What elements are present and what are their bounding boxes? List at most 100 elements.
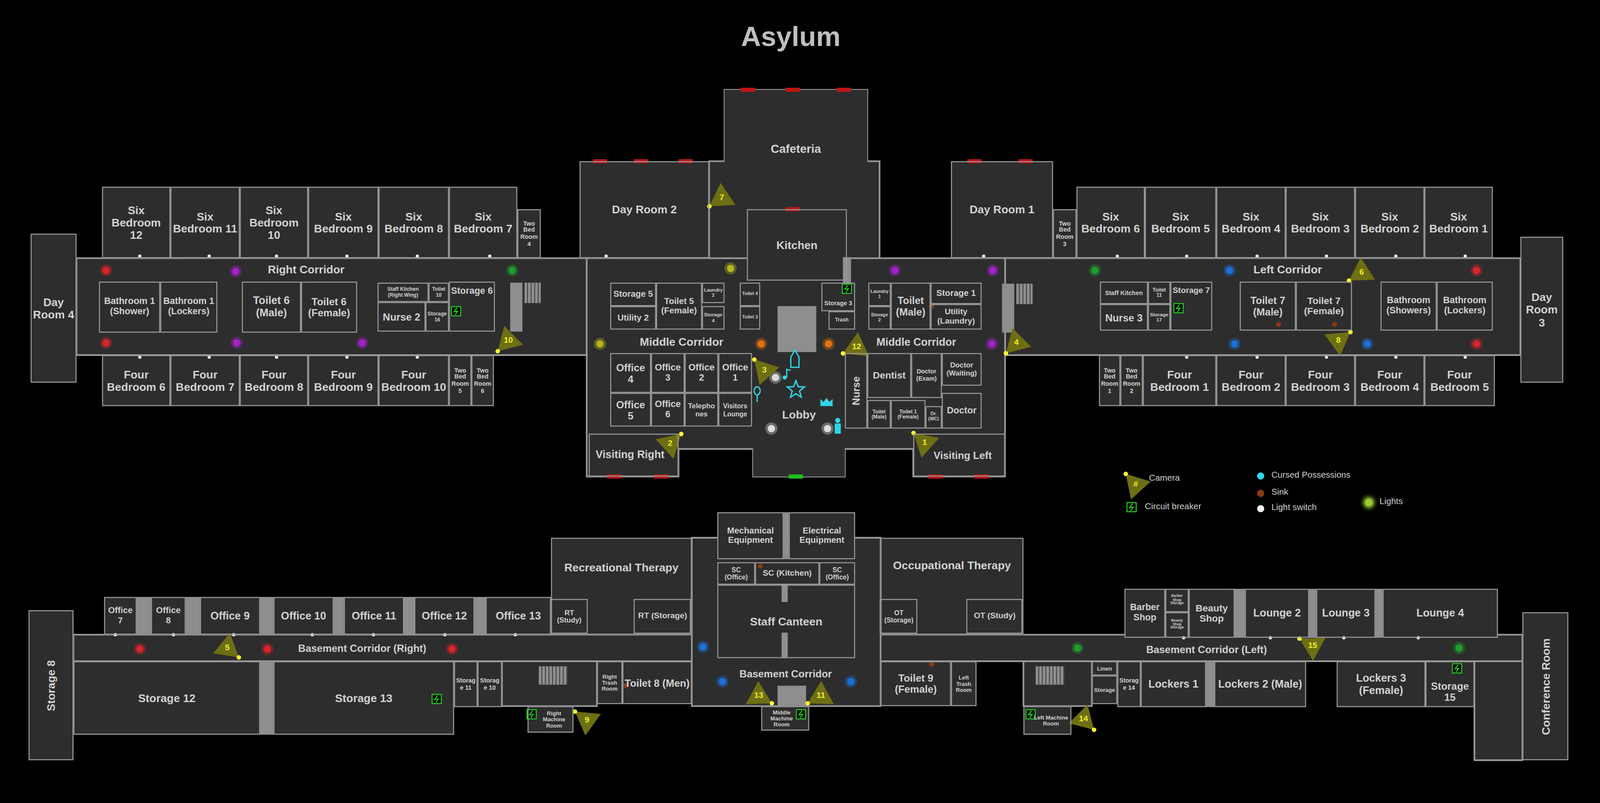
- room-name: Middle Corridor: [876, 336, 956, 349]
- room-fill: [610, 392, 651, 427]
- light-dot: [1363, 340, 1371, 348]
- room-name: Conference Room: [1539, 615, 1552, 757]
- light-glow: [593, 337, 607, 350]
- room-fill: [746, 209, 847, 281]
- room-name: Lounge 4: [1416, 607, 1465, 620]
- light-glow: [696, 640, 710, 654]
- light-switch: [137, 254, 142, 259]
- stair-step: [1018, 283, 1020, 304]
- camera-dot: [495, 349, 501, 354]
- room-name: Six Bedroom 6: [1078, 209, 1143, 235]
- room-box: Six Bedroom 3: [1285, 186, 1356, 259]
- stair-block: [524, 282, 541, 304]
- room-box: Office 6: [650, 392, 685, 427]
- room-box: Toilet 1 (Female): [890, 399, 926, 429]
- room-name: Nurse 3: [1105, 311, 1143, 323]
- room-fill: [1147, 303, 1171, 331]
- light-switch: [1324, 254, 1329, 259]
- room-name: OT (Study): [973, 612, 1016, 622]
- room-name: Storage 17: [1149, 311, 1169, 323]
- room-box: Two Bed Room 5: [449, 355, 472, 407]
- room-name: Nurse 2: [382, 311, 421, 323]
- room-box: Kitchen: [746, 209, 847, 281]
- camera-number: 5: [224, 643, 230, 652]
- room-box: Two Bed Room 1: [1098, 355, 1121, 407]
- room-name: Toilet 7 (Female): [1297, 295, 1350, 317]
- room-name: Office 10: [281, 609, 327, 622]
- room-box: Lounge 3: [1316, 588, 1376, 638]
- floor-group: [28, 87, 1569, 760]
- camera-number: 6: [1359, 268, 1365, 277]
- room-box: Visiting Right: [588, 433, 679, 477]
- stair-step: [559, 666, 561, 685]
- room-name: Basement Corridor (Left): [1146, 643, 1268, 655]
- room-box: Six Bedroom 4: [1216, 186, 1286, 259]
- light-switch: [1181, 636, 1186, 640]
- wall-block: [1206, 661, 1215, 708]
- room-fill: [761, 705, 810, 731]
- light-glow: [445, 642, 459, 656]
- light-switch: [604, 254, 608, 259]
- stair-step: [555, 666, 557, 685]
- room-name: Kitchen: [776, 238, 818, 252]
- room-box: Six Bedroom 11: [170, 186, 240, 259]
- room-fill: [1355, 186, 1425, 259]
- light-dot: [988, 340, 996, 348]
- room-box: Two Bed Room 2: [1120, 355, 1143, 407]
- room-name: Left Corridor: [1253, 263, 1322, 276]
- room-name: OT (Storage): [882, 609, 916, 624]
- room-box: Day Room 1: [951, 161, 1054, 259]
- room-box: Basement Corridor (Left): [1117, 638, 1296, 660]
- floor-outline: [76, 258, 587, 356]
- room-fill: [449, 281, 496, 332]
- room-fill: [378, 355, 449, 407]
- room-box: SC (Office): [819, 562, 855, 585]
- camera-number: 1: [922, 438, 928, 448]
- room-name: Visitors Lounge: [720, 402, 751, 417]
- stair-step: [1063, 666, 1064, 685]
- room-fill: [1142, 355, 1217, 407]
- room-name: Office 5: [612, 398, 649, 422]
- room-fill: [1216, 355, 1286, 407]
- room-box: Four Bedroom 8: [239, 355, 309, 407]
- room-name: Office 4: [612, 361, 649, 385]
- stair-step: [566, 666, 568, 685]
- camera-cone: [1006, 327, 1032, 353]
- room-fill: [428, 282, 450, 303]
- room-box: Storage 8: [28, 610, 74, 760]
- room-fill: [610, 352, 651, 393]
- room-fill: [1436, 281, 1493, 331]
- room-box: Four Bedroom 4: [1355, 355, 1425, 407]
- camera-dot: [1346, 278, 1352, 284]
- room-fill: [1424, 355, 1495, 407]
- circuit-breaker: [432, 694, 442, 704]
- room-fill: [1425, 661, 1475, 708]
- wall-block: [136, 596, 152, 635]
- room-box: Toilet 8 (Men): [622, 661, 692, 705]
- room-fill: [275, 636, 449, 660]
- room-box: Six Bedroom 9: [308, 186, 379, 259]
- circuit-breaker: [1452, 663, 1463, 674]
- room-name: Storage 10: [479, 677, 500, 692]
- stair-step: [527, 282, 528, 304]
- room-fill: [1144, 186, 1217, 259]
- room-fill: [718, 352, 752, 393]
- room-box: Storage 6: [449, 281, 496, 332]
- room-box: Doctor (Exam): [911, 352, 942, 398]
- room-fill: [941, 392, 982, 429]
- room-name: Toilet 5 (Female): [658, 296, 700, 316]
- light-glow: [754, 337, 768, 350]
- light-dot: [596, 340, 604, 348]
- room-box: Office 7: [103, 596, 137, 635]
- room-box: Lounge 2: [1244, 588, 1310, 638]
- room-fill: [239, 186, 309, 259]
- room-name: Storage 5: [613, 289, 654, 299]
- room-fill: [102, 186, 171, 259]
- stair-step: [544, 666, 546, 685]
- light-dot: [448, 645, 456, 653]
- room-name: Four Bedroom 9: [310, 368, 377, 393]
- room-fill: [951, 661, 977, 706]
- room-fill: [717, 512, 784, 560]
- room-box: Nurse: [844, 352, 868, 429]
- room-box: Toilet 10: [428, 282, 450, 303]
